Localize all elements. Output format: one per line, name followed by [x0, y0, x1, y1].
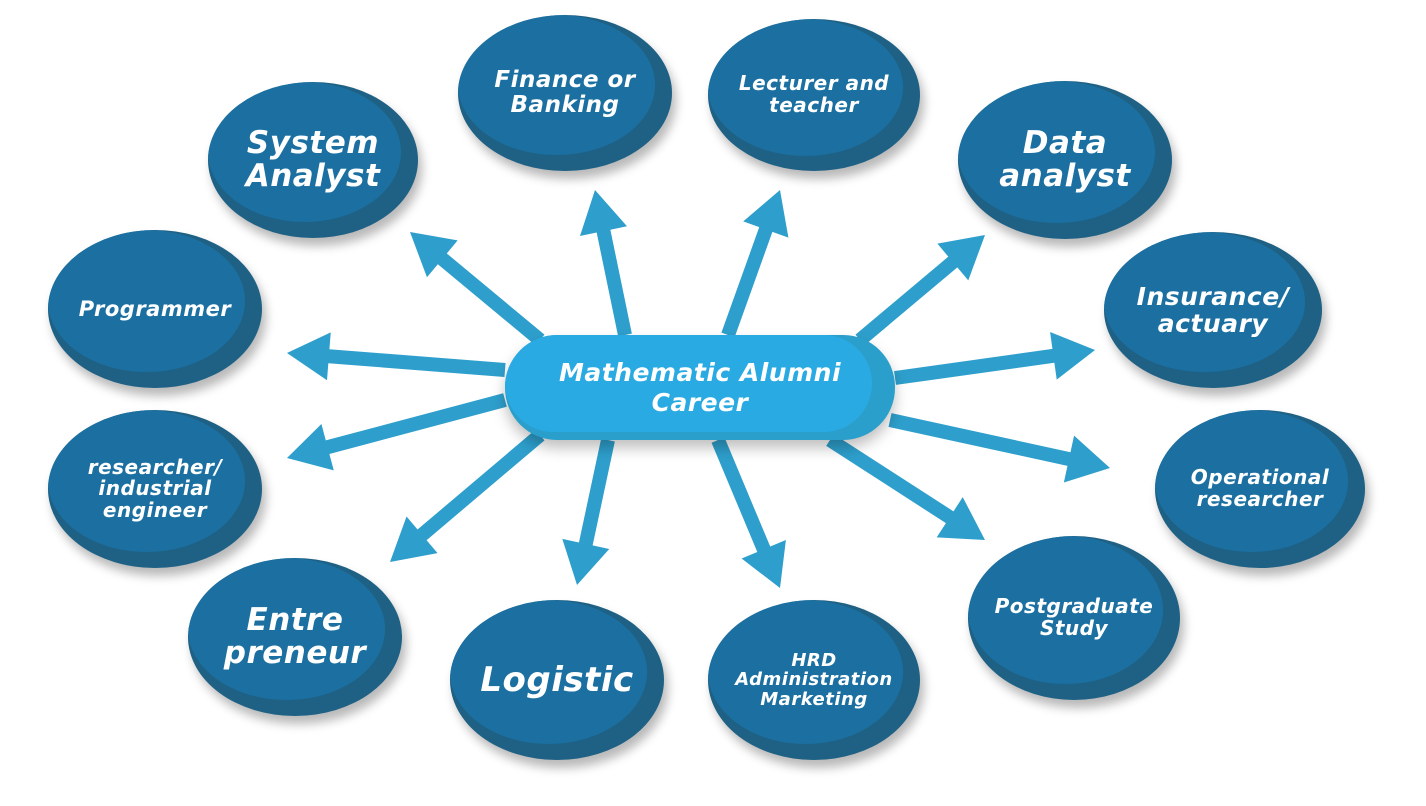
arrow-to-postgraduate-study — [826, 434, 985, 540]
node-label-line: Entre — [246, 601, 344, 638]
node-label-line: researcher/ — [87, 454, 223, 479]
node-label: Insurance/actuary — [1104, 232, 1322, 388]
node-label-line: preneur — [223, 635, 367, 671]
arrow-shape — [826, 434, 985, 540]
arrow-shape — [562, 438, 615, 585]
node-face — [48, 410, 245, 553]
arrow-to-lecturer-teacher — [721, 190, 789, 338]
node-label: Programmer — [48, 230, 262, 388]
arrow-to-finance-banking — [580, 190, 632, 337]
node-label-line: Operational — [1190, 465, 1330, 490]
node-logistic: Logistic — [450, 600, 664, 760]
arrow-shape — [894, 332, 1095, 385]
arrow-shape — [721, 190, 789, 338]
arrow-shape — [888, 413, 1110, 483]
center-label-line: Mathematic Alumni — [558, 357, 842, 387]
arrow-shape — [410, 232, 545, 346]
node-label-line: analyst — [999, 158, 1131, 194]
center-label: Mathematic Alumni Career — [505, 335, 895, 440]
node-label-line: Analyst — [245, 158, 381, 194]
node-face — [208, 82, 402, 223]
arrow-to-operational-researcher — [888, 413, 1110, 483]
arrow-to-researcher-industrial-engineer — [287, 393, 507, 471]
arrow-to-entrepreneur — [390, 429, 545, 562]
node-insurance-actuary: Insurance/actuary — [1104, 232, 1322, 388]
node-face — [968, 536, 1164, 684]
node-label-line: System — [246, 124, 380, 161]
node-label-line: Marketing — [760, 688, 868, 710]
arrow-shape — [855, 235, 985, 346]
node-label-line: Administration — [735, 669, 893, 691]
arrow-to-insurance-actuary — [894, 332, 1095, 385]
node-face — [188, 558, 385, 701]
node-label-line: Study — [1039, 616, 1109, 640]
arrow-shape — [711, 437, 786, 588]
node-label-line: Lecturer and — [738, 71, 890, 96]
node-label-line: teacher — [769, 93, 859, 117]
node-label-line: engineer — [102, 497, 208, 522]
arrow-to-data-analyst — [855, 235, 985, 346]
arrow-to-hrd-administration-marketing — [711, 437, 786, 588]
arrow-to-logistic — [562, 438, 615, 585]
node-label-line: Banking — [510, 92, 620, 118]
arrow-shape — [390, 429, 545, 562]
node-label: Logistic — [450, 600, 664, 760]
center-face — [505, 335, 872, 432]
node-face — [708, 600, 904, 744]
node-label-line: Insurance/ — [1136, 282, 1290, 311]
arrow-shape — [287, 393, 507, 471]
node-face — [458, 15, 655, 156]
node-face — [450, 600, 647, 744]
node-face — [1104, 232, 1305, 373]
node-face — [1155, 410, 1349, 553]
node-label-line: Finance or — [494, 67, 636, 94]
node-face — [708, 19, 904, 156]
node-programmer: Programmer — [48, 230, 262, 388]
node-label-line: Logistic — [480, 659, 634, 700]
node-face — [958, 81, 1155, 224]
node-label-line: Programmer — [78, 296, 232, 321]
node-face — [48, 230, 245, 373]
arrow-to-programmer — [287, 332, 506, 381]
node-label-line: researcher — [1196, 487, 1324, 511]
node-label-line: HRD — [791, 649, 837, 671]
arrow-to-system-analyst — [410, 232, 545, 346]
center-node: Mathematic Alumni Career — [505, 335, 895, 440]
center-label-line: Career — [651, 387, 749, 417]
arrow-shape — [287, 332, 506, 381]
node-label-line: Postgraduate — [994, 594, 1154, 619]
node-label-line: industrial — [98, 476, 212, 501]
node-label-line: actuary — [1157, 309, 1269, 338]
node-label-line: Data — [1022, 124, 1108, 161]
arrow-shape — [580, 190, 632, 337]
